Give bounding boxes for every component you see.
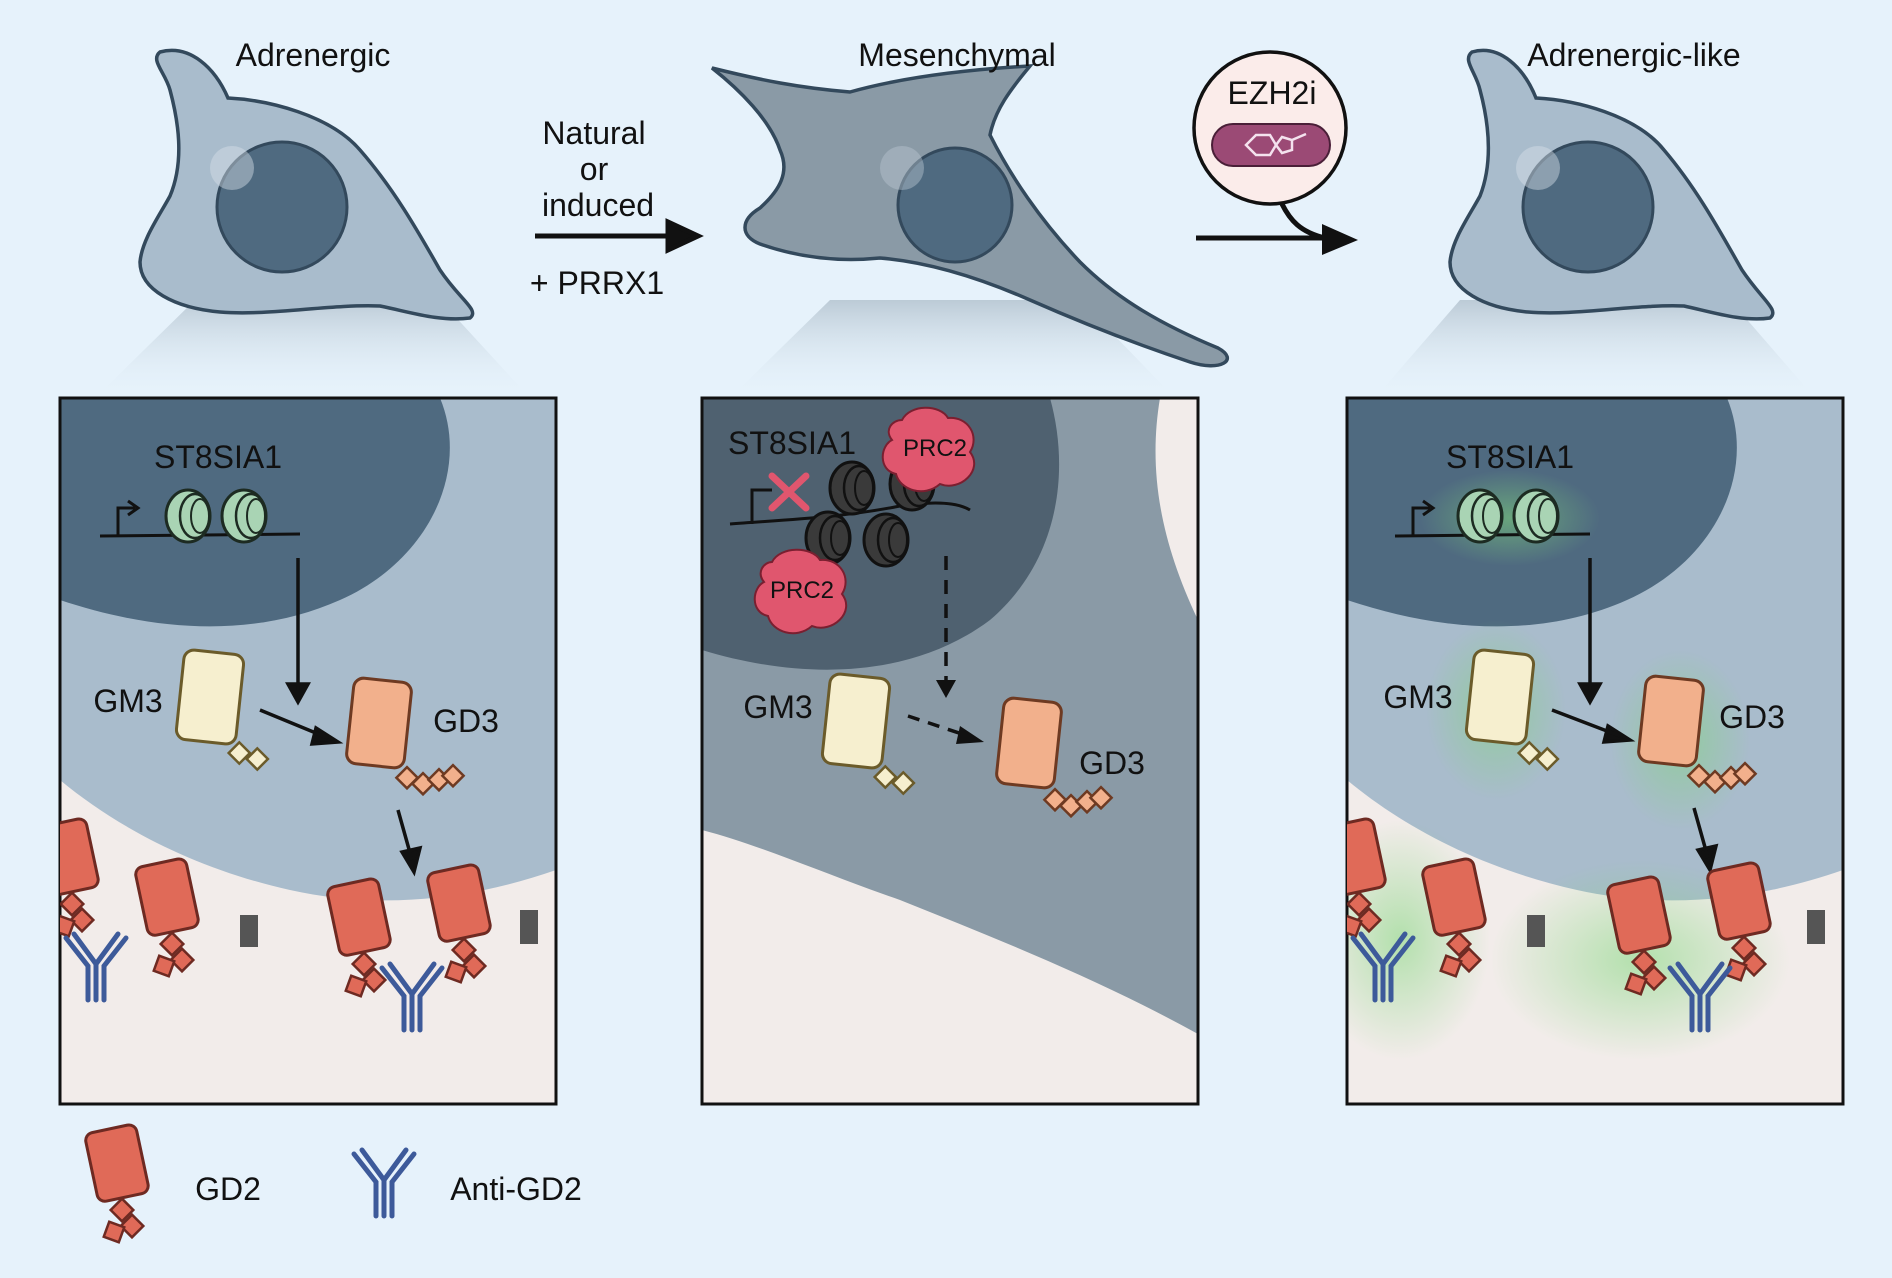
panel-left-frame [58,396,558,1106]
projection-cone-middle [730,300,1175,398]
gd3-glyph-middle [995,696,1114,819]
legend-anti-gd2-label: Anti-GD2 [450,1171,582,1207]
panel-middle-frame [700,396,1200,1106]
dashed-arrow-gm3-to-gd3 [907,714,969,738]
prc2-label-bottom: PRC2 [770,577,834,604]
mesenchymal-cell [710,64,1229,368]
gm3-label-right: GM3 [1383,679,1452,715]
legend-gd2-icon [82,1121,152,1244]
arrow-gm3-to-gd3-right [1551,708,1636,744]
promoter-middle [729,488,971,526]
arrow-gd3-to-gd2-right [1692,807,1719,875]
drug-label-ezh2i: EZH2i [1228,75,1317,111]
legend-antibody-icon [354,1150,414,1216]
transition-arrow [535,218,704,254]
adrenergic-cell [138,48,475,321]
cell-label-adrenergic: Adrenergic [236,37,391,73]
projection-cone-left [95,300,530,398]
prc2-blob-top [881,406,976,493]
cell-label-adrenergic-like: Adrenergic-like [1527,37,1740,73]
gm3-glyph-middle [820,672,916,796]
prc2-label-top: PRC2 [903,435,967,462]
gd3-label-middle: GD3 [1079,745,1145,781]
gm3-label-left: GM3 [93,683,162,719]
gd3-label-left: GD3 [433,703,499,739]
arrow-gd3-to-gd2-left [396,809,423,877]
gene-label-right: ST8SIA1 [1446,439,1574,475]
gm3-glyph-left [174,648,270,772]
transition-line2: or [580,151,609,187]
gene-label-left: ST8SIA1 [154,439,282,475]
ezh2i-badge [1192,50,1348,206]
ezh2i-arrow [1196,202,1326,241]
gene-label-middle: ST8SIA1 [728,425,856,461]
block-x-icon [768,472,810,512]
transition-line1: Natural [542,115,645,151]
transition-factor: + PRRX1 [530,265,664,301]
gd3-glyph-left [345,676,466,797]
arrow-left-down [285,558,311,706]
transition-line3: induced [542,187,654,223]
projection-cone-right [1375,300,1815,398]
ezh2i-arrowhead [1322,224,1358,255]
legend-gd2-label: GD2 [195,1171,261,1207]
cell-label-mesenchymal: Mesenchymal [858,37,1055,73]
arrow-right-down [1577,558,1603,706]
gd3-glyph-right [1637,674,1758,795]
arrow-gm3-to-gd3-left [259,708,344,746]
adrenergic-like-cell [1448,48,1775,321]
gd3-label-right: GD3 [1719,699,1785,735]
gm3-glyph-right [1464,648,1560,772]
gm3-label-middle: GM3 [743,689,812,725]
panel-right-frame [1345,396,1845,1106]
prc2-blob-bottom [753,548,848,635]
